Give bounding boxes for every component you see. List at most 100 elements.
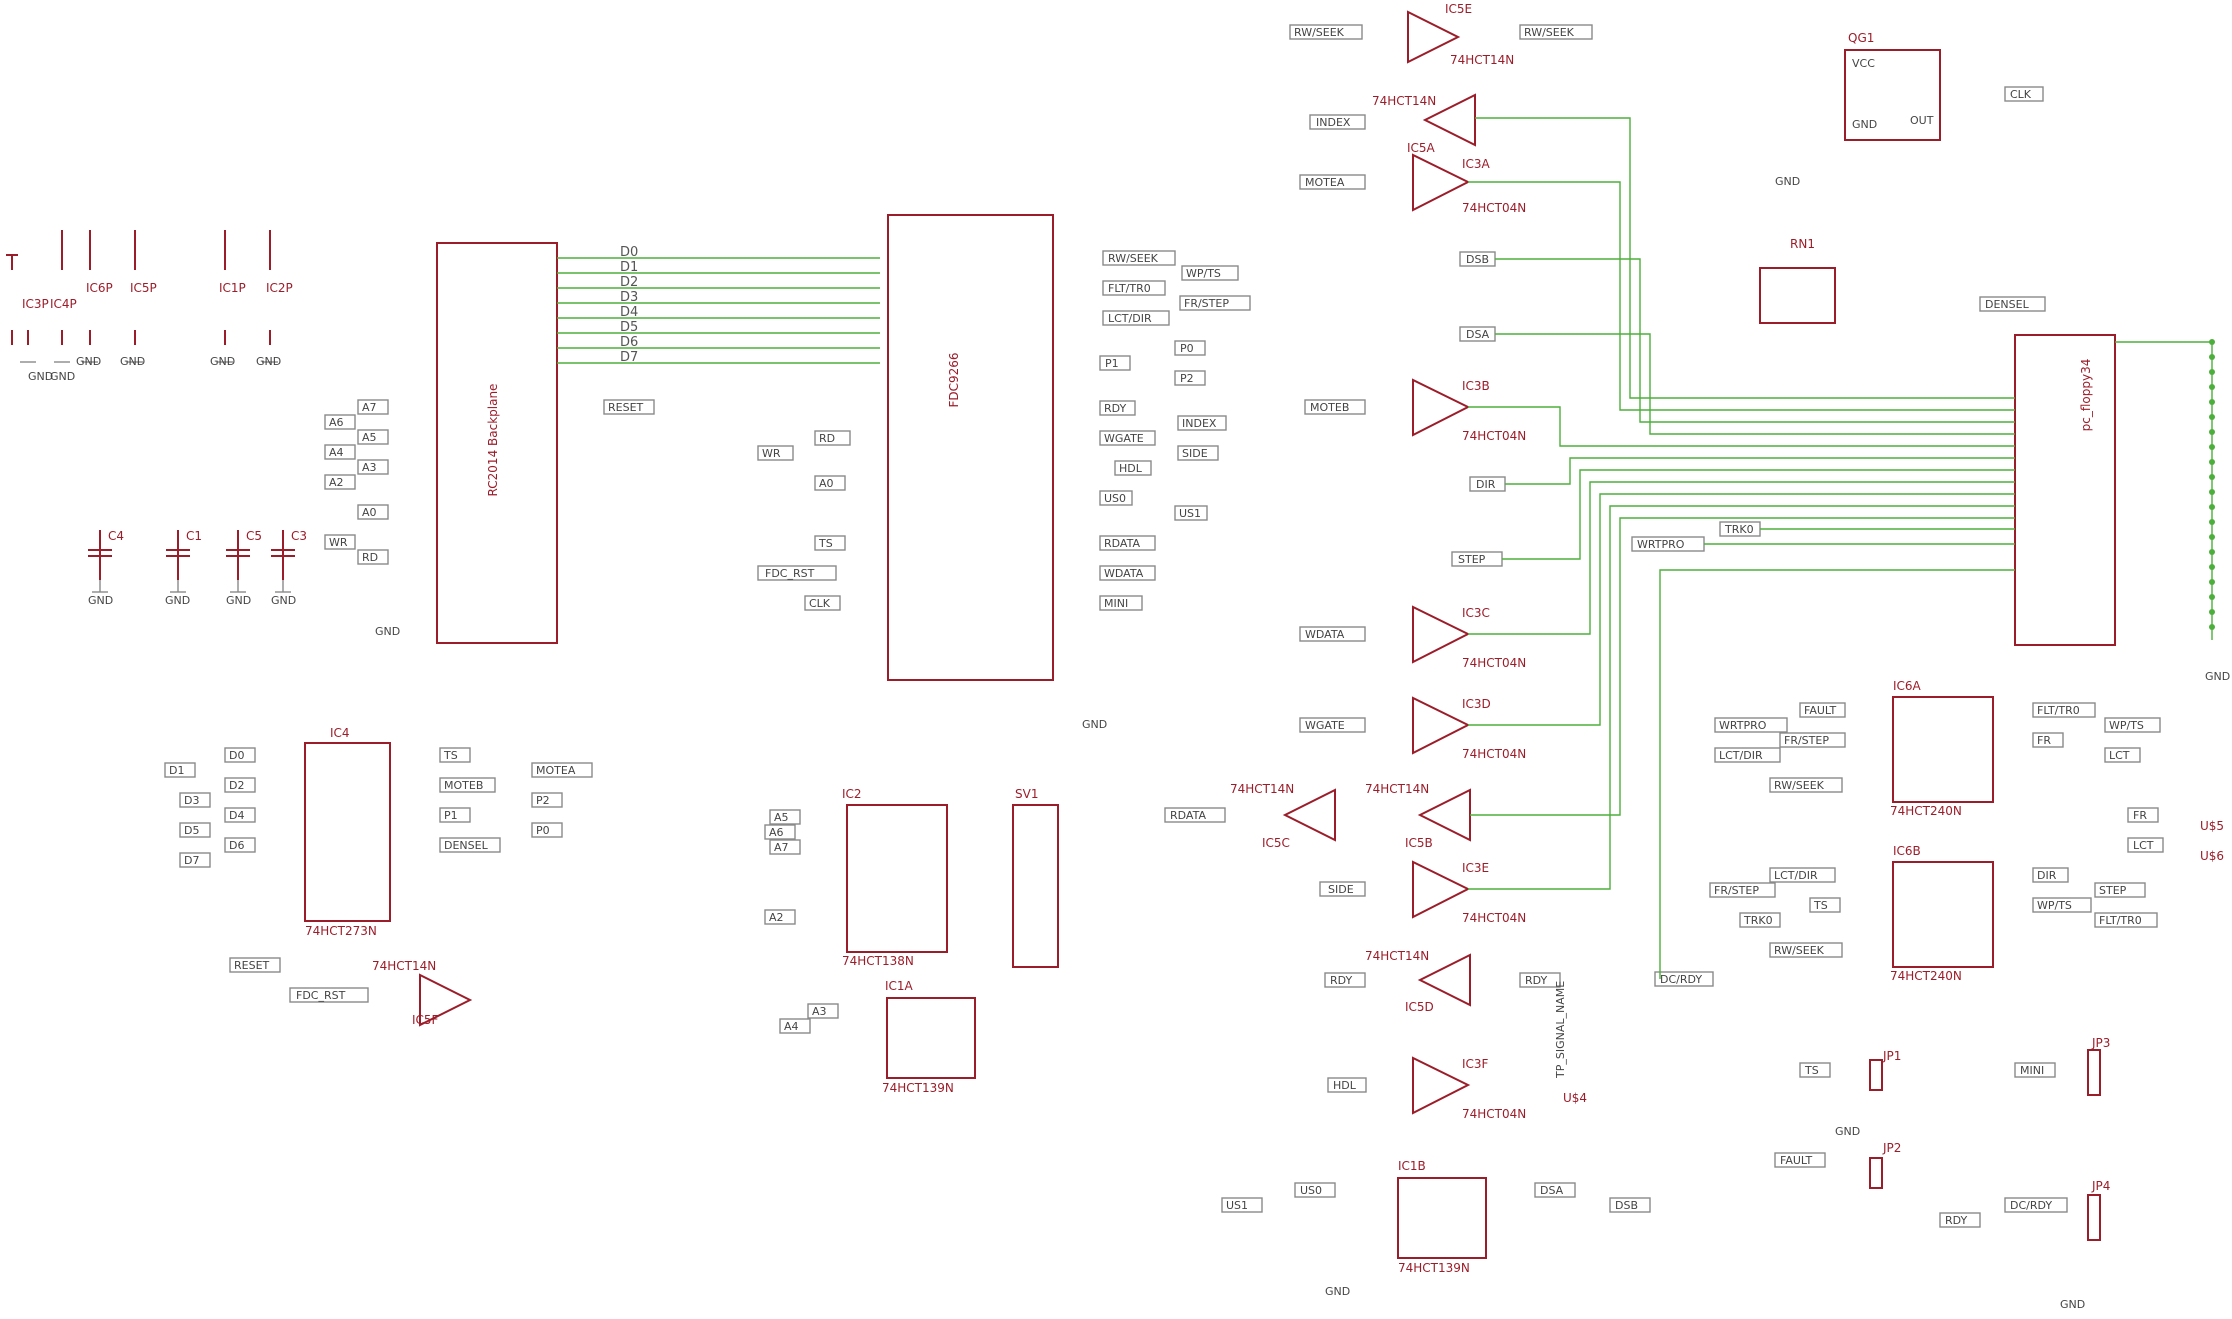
sv1-header: SV1 bbox=[1012, 787, 1059, 968]
backplane-title: RC2014 Backplane bbox=[486, 384, 500, 497]
svg-text:WRTPRO: WRTPRO bbox=[1637, 538, 1685, 551]
svg-text:D5: D5 bbox=[184, 824, 199, 837]
svg-text:US1: US1 bbox=[1179, 507, 1201, 520]
jumpers: JP1 TS JP2 FAULT JP3 MINI JP4 DC/RDY RDY bbox=[1774, 1036, 2110, 1241]
d0-net: D0 bbox=[620, 245, 638, 260]
svg-text:74HCT139N: 74HCT139N bbox=[882, 1081, 954, 1095]
svg-text:IC3B: IC3B bbox=[1462, 379, 1490, 393]
ic2-decoder: IC2 74HCT138N A5 A6 A7 A2 bbox=[764, 787, 948, 968]
svg-text:LCT: LCT bbox=[2109, 749, 2130, 762]
svg-text:P2: P2 bbox=[1180, 372, 1194, 385]
svg-text:IC1B: IC1B bbox=[1398, 1159, 1426, 1173]
svg-text:P0: P0 bbox=[1180, 342, 1194, 355]
svg-text:DIR: DIR bbox=[1476, 478, 1496, 491]
svg-text:WGATE: WGATE bbox=[1104, 432, 1144, 445]
svg-text:P1: P1 bbox=[444, 809, 458, 822]
gnd-label: GND bbox=[88, 594, 113, 607]
svg-text:A4: A4 bbox=[329, 446, 344, 459]
ic6p-label: IC6P bbox=[86, 281, 113, 295]
svg-text:TS: TS bbox=[1813, 899, 1828, 912]
c3-label: C3 bbox=[291, 529, 307, 543]
svg-text:RW/SEEK: RW/SEEK bbox=[1774, 944, 1825, 957]
ic4-latch: IC4 74HCT273N D0 D1 D2 D3 D4 D5 D6 D7 TS… bbox=[164, 726, 593, 1027]
junction-dot bbox=[2209, 369, 2215, 375]
svg-text:RDY: RDY bbox=[1525, 974, 1548, 987]
svg-text:pc_floppy34: pc_floppy34 bbox=[2079, 359, 2093, 432]
svg-text:IC5E: IC5E bbox=[1445, 2, 1472, 16]
svg-text:P2: P2 bbox=[536, 794, 550, 807]
svg-text:IC6A: IC6A bbox=[1893, 679, 1922, 693]
c5-label: C5 bbox=[246, 529, 262, 543]
svg-text:74HCT04N: 74HCT04N bbox=[1462, 201, 1526, 215]
gnd-label: GND bbox=[226, 594, 251, 607]
svg-text:TS: TS bbox=[818, 537, 833, 550]
svg-text:MOTEB: MOTEB bbox=[444, 779, 483, 792]
svg-text:D7: D7 bbox=[184, 854, 199, 867]
svg-text:WR: WR bbox=[329, 536, 348, 549]
svg-text:MINI: MINI bbox=[1104, 597, 1128, 610]
svg-text:A4: A4 bbox=[784, 1020, 799, 1033]
gnd-label: GND bbox=[1082, 718, 1107, 731]
svg-text:JP4: JP4 bbox=[2091, 1179, 2110, 1193]
junction-dot bbox=[2209, 339, 2215, 345]
svg-text:IC6B: IC6B bbox=[1893, 844, 1921, 858]
svg-text:RDATA: RDATA bbox=[1104, 537, 1140, 550]
junction-dot bbox=[2209, 549, 2215, 555]
svg-text:IC5D: IC5D bbox=[1405, 1000, 1434, 1014]
svg-text:HDL: HDL bbox=[1119, 462, 1143, 475]
svg-text:IC3E: IC3E bbox=[1462, 861, 1489, 875]
svg-text:74HCT04N: 74HCT04N bbox=[1462, 656, 1526, 670]
svg-text:DSB: DSB bbox=[1615, 1199, 1638, 1212]
test-points: FR LCT U$5 U$6 bbox=[2127, 807, 2224, 863]
svg-text:74HCT14N: 74HCT14N bbox=[1365, 949, 1429, 963]
svg-text:SV1: SV1 bbox=[1015, 787, 1038, 801]
svg-text:MOTEA: MOTEA bbox=[536, 764, 576, 777]
ic3p-label: IC3P bbox=[22, 297, 49, 311]
d5-net: D5 bbox=[620, 320, 638, 335]
svg-text:FAULT: FAULT bbox=[1780, 1154, 1813, 1167]
svg-text:TS: TS bbox=[443, 749, 458, 762]
fdc-right-labels: RW/SEEK WP/TS FLT/TR0 FR/STEP LCT/DIR P0… bbox=[757, 250, 1251, 611]
svg-text:LCT: LCT bbox=[2133, 839, 2154, 852]
svg-text:CLK: CLK bbox=[2010, 88, 2032, 101]
svg-text:FAULT: FAULT bbox=[1804, 704, 1837, 717]
svg-text:A2: A2 bbox=[769, 911, 784, 924]
junction-dot bbox=[2209, 354, 2215, 360]
svg-text:A5: A5 bbox=[774, 811, 789, 824]
d6-net: D6 bbox=[620, 335, 638, 350]
svg-text:D4: D4 bbox=[229, 809, 244, 822]
svg-text:RESET: RESET bbox=[234, 959, 270, 972]
svg-text:FLT/TR0: FLT/TR0 bbox=[1108, 282, 1151, 295]
svg-text:DSA: DSA bbox=[1540, 1184, 1564, 1197]
svg-text:LCT/DIR: LCT/DIR bbox=[1108, 312, 1152, 325]
svg-text:IC4: IC4 bbox=[330, 726, 350, 740]
svg-text:RN1: RN1 bbox=[1790, 237, 1815, 251]
svg-text:74HCT04N: 74HCT04N bbox=[1462, 911, 1526, 925]
svg-text:US1: US1 bbox=[1226, 1199, 1248, 1212]
svg-text:GND: GND bbox=[1852, 118, 1877, 131]
junction-dot bbox=[2209, 519, 2215, 525]
svg-text:US0: US0 bbox=[1104, 492, 1126, 505]
junction-dot bbox=[2209, 399, 2215, 405]
svg-text:STEP: STEP bbox=[2099, 884, 2127, 897]
svg-text:A6: A6 bbox=[769, 826, 784, 839]
svg-text:IC5F: IC5F bbox=[412, 1013, 439, 1027]
svg-text:RDY: RDY bbox=[1945, 1214, 1968, 1227]
svg-text:DENSEL: DENSEL bbox=[444, 839, 489, 852]
svg-text:A2: A2 bbox=[329, 476, 344, 489]
backplane-left-labels: A7 A6 A5 A4 A3 A2 A0 WR RD RESET bbox=[324, 399, 655, 565]
junction-dot bbox=[2209, 609, 2215, 615]
svg-text:FR: FR bbox=[2037, 734, 2051, 747]
svg-text:D3: D3 bbox=[184, 794, 199, 807]
rc2014-backplane: RC2014 Backplane D0 D1 D2 D3 D4 D5 D6 D7… bbox=[324, 242, 880, 644]
d3-net: D3 bbox=[620, 290, 638, 305]
tp-signal-name: TP_SIGNAL_NAME bbox=[1554, 981, 1567, 1079]
junction-dot bbox=[2209, 624, 2215, 630]
svg-text:D0: D0 bbox=[229, 749, 244, 762]
gnd-label: GND bbox=[256, 355, 281, 368]
svg-text:74HCT240N: 74HCT240N bbox=[1890, 804, 1962, 818]
junction-dot bbox=[2209, 564, 2215, 570]
svg-text:74HCT139N: 74HCT139N bbox=[1398, 1261, 1470, 1275]
svg-text:DC/RDY: DC/RDY bbox=[1660, 973, 1702, 986]
svg-text:FR/STEP: FR/STEP bbox=[1714, 884, 1759, 897]
